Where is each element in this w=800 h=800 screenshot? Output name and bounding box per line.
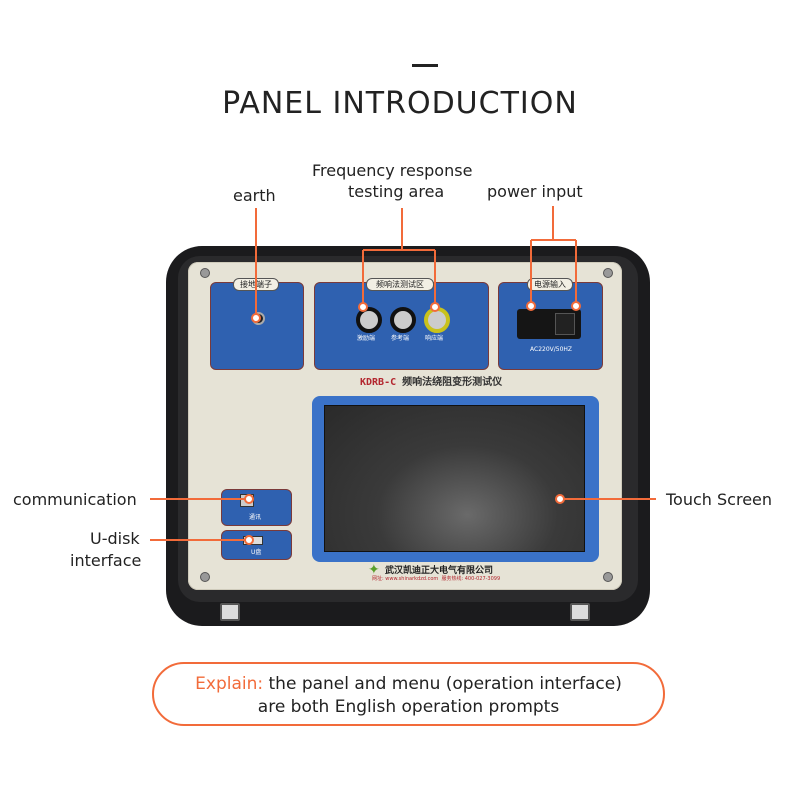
comm-label: 通讯: [249, 514, 262, 521]
explain-keyword: Explain:: [195, 674, 264, 694]
port-label: 激励端: [357, 335, 376, 342]
case-foot: [220, 603, 240, 621]
frequency-tab: 频响法测试区: [366, 278, 434, 291]
callout-dot: [244, 535, 254, 545]
power-tab: 电源输入: [527, 278, 573, 291]
website: 网址: www.shinarkdzd.com: [372, 576, 439, 582]
callout-touch-screen: Touch Screen: [666, 490, 773, 509]
callout-frequency-2: testing area: [348, 182, 445, 201]
model-code: KDRB-C: [360, 377, 397, 388]
udisk-label: U盘: [251, 549, 262, 556]
callout-dot: [526, 301, 536, 311]
company-name: 武汉凯迪正大电气有限公司: [385, 566, 494, 576]
callout-udisk-1: U-disk: [90, 529, 140, 548]
screw-icon: [603, 572, 613, 582]
screw-icon: [200, 572, 210, 582]
callout-dot: [251, 313, 261, 323]
company-contact: 网址: www.shinarkdzd.com 服务热线: 400-027-309…: [372, 575, 500, 582]
screw-icon: [200, 268, 210, 278]
explain-line-1: the panel and menu (operation interface): [268, 674, 622, 694]
bnc-reference-port: [390, 307, 416, 333]
callout-dot: [358, 302, 368, 312]
frequency-leader: [362, 208, 436, 307]
power-leader: [530, 206, 577, 306]
callout-dot: [555, 494, 565, 504]
communication-section: [221, 489, 292, 526]
bnc-excite-port: [356, 307, 382, 333]
callout-dot: [244, 494, 254, 504]
callout-dot: [430, 302, 440, 312]
port-label: 响应端: [425, 335, 444, 342]
page-title: PANEL INTRODUCTION: [222, 86, 578, 121]
callout-frequency-1: Frequency response: [312, 161, 473, 180]
explain-line-2: are both English operation prompts: [257, 697, 560, 717]
power-switch: [555, 313, 575, 335]
touch-screen[interactable]: [324, 405, 585, 552]
udisk-section: [221, 530, 292, 560]
callout-power: power input: [487, 182, 583, 201]
callout-communication: communication: [13, 490, 137, 509]
callout-udisk-2: interface: [70, 551, 142, 570]
company-logo-icon: ✦: [368, 562, 380, 578]
model-title: KDRB-C 频响法绕阻变形测试仪: [360, 373, 502, 388]
callout-earth: earth: [233, 186, 276, 205]
callout-dot: [571, 301, 581, 311]
explanation-note: Explain: the panel and menu (operation i…: [152, 662, 665, 726]
screw-icon: [603, 268, 613, 278]
hotline: 服务热线: 400-027-3099: [441, 576, 501, 582]
power-rating: AC220V/50HZ: [530, 346, 573, 353]
port-label: 参考端: [391, 335, 410, 342]
model-name: 频响法绕阻变形测试仪: [402, 377, 503, 388]
title-dash: [412, 64, 438, 67]
case-foot: [570, 603, 590, 621]
